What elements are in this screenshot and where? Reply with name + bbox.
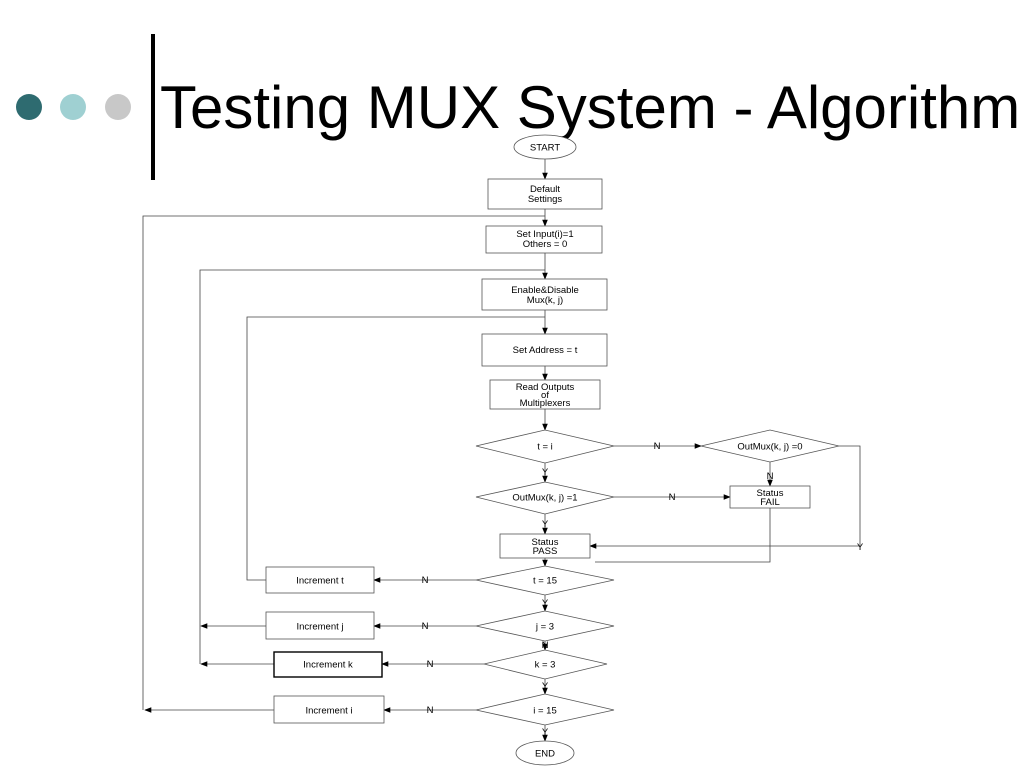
svg-text:Settings: Settings [528, 194, 563, 205]
svg-text:Increment i: Increment i [306, 706, 353, 717]
branch-labels: N Y N Y N Y N Y N N N Y N Y [422, 441, 864, 738]
svg-text:Status: Status [757, 488, 784, 499]
svg-text:Multiplexers: Multiplexers [520, 398, 571, 409]
label-no: N [542, 640, 549, 651]
label-yes: Y [857, 542, 864, 553]
svg-text:of: of [541, 390, 549, 401]
node-set-address: Set Address = t [481, 333, 608, 367]
decision-outmux-1: OutMux(k, j) =1 [475, 481, 615, 515]
connectors [142, 159, 861, 742]
node-increment-k: Increment k [273, 651, 383, 678]
label-yes: Y [542, 519, 549, 530]
decision-k-equals-3: k = 3 [483, 649, 608, 680]
svg-text:Enable&Disable: Enable&Disable [511, 285, 579, 296]
svg-text:j = 3: j = 3 [535, 622, 554, 633]
decision-i-equals-15: i = 15 [475, 693, 615, 726]
node-increment-j: Increment j [265, 611, 375, 640]
svg-text:Increment j: Increment j [297, 622, 344, 633]
decor-dot-dark [16, 94, 42, 120]
label-no: N [669, 492, 676, 503]
slide-title: Testing MUX System - Algorithm [160, 74, 1021, 141]
svg-text:t = 15: t = 15 [533, 576, 557, 587]
decision-j-equals-3: j = 3 [475, 610, 615, 642]
label-no: N [654, 441, 661, 452]
label-no: N [767, 471, 774, 482]
node-increment-t: Increment t [265, 566, 375, 594]
svg-text:START: START [530, 143, 560, 154]
node-set-input: Set Input(i)=1 Others = 0 [485, 225, 603, 254]
node-end: END [515, 740, 575, 766]
svg-text:t = i: t = i [537, 442, 553, 453]
decision-t-equals-15: t = 15 [475, 565, 615, 596]
svg-text:k = 3: k = 3 [535, 660, 556, 671]
label-yes: Y [542, 727, 549, 738]
title-divider [151, 34, 155, 180]
svg-text:PASS: PASS [533, 546, 558, 557]
node-status-fail: Status FAIL [729, 485, 811, 509]
svg-text:Set Input(i)=1: Set Input(i)=1 [516, 229, 573, 240]
label-yes: Y [542, 467, 549, 478]
decision-t-equals-i: t = i [475, 429, 615, 464]
svg-text:Set Address = t: Set Address = t [513, 345, 578, 356]
node-start: START [513, 134, 577, 160]
label-no: N [427, 659, 434, 670]
svg-text:END: END [535, 749, 555, 760]
label-no: N [422, 621, 429, 632]
node-increment-i: Increment i [273, 695, 385, 724]
svg-text:Default: Default [530, 184, 560, 195]
svg-text:Read Outputs: Read Outputs [516, 382, 575, 393]
label-no: N [422, 575, 429, 586]
svg-text:Mux(k, j): Mux(k, j) [527, 295, 563, 306]
node-status-pass: Status PASS [499, 533, 591, 559]
node-read-outputs: Read Outputs of Multiplexers [489, 379, 601, 410]
svg-text:FAIL: FAIL [760, 497, 780, 508]
svg-text:OutMux(k, j) =1: OutMux(k, j) =1 [512, 493, 577, 504]
svg-text:Increment k: Increment k [303, 660, 353, 671]
label-yes: Y [542, 598, 549, 609]
svg-text:Others = 0: Others = 0 [523, 239, 568, 250]
svg-text:Status: Status [532, 537, 559, 548]
svg-text:i = 15: i = 15 [533, 706, 557, 717]
node-default-settings: Default Settings [487, 178, 603, 210]
label-no: N [427, 705, 434, 716]
decor-dot-grey [105, 94, 131, 120]
label-yes: Y [542, 681, 549, 692]
decision-outmux-0: OutMux(k, j) =0 [700, 429, 840, 463]
decor-dot-light [60, 94, 86, 120]
node-enable-disable: Enable&Disable Mux(k, j) [481, 278, 608, 311]
svg-text:OutMux(k, j) =0: OutMux(k, j) =0 [737, 442, 802, 453]
svg-text:Increment t: Increment t [296, 576, 344, 587]
